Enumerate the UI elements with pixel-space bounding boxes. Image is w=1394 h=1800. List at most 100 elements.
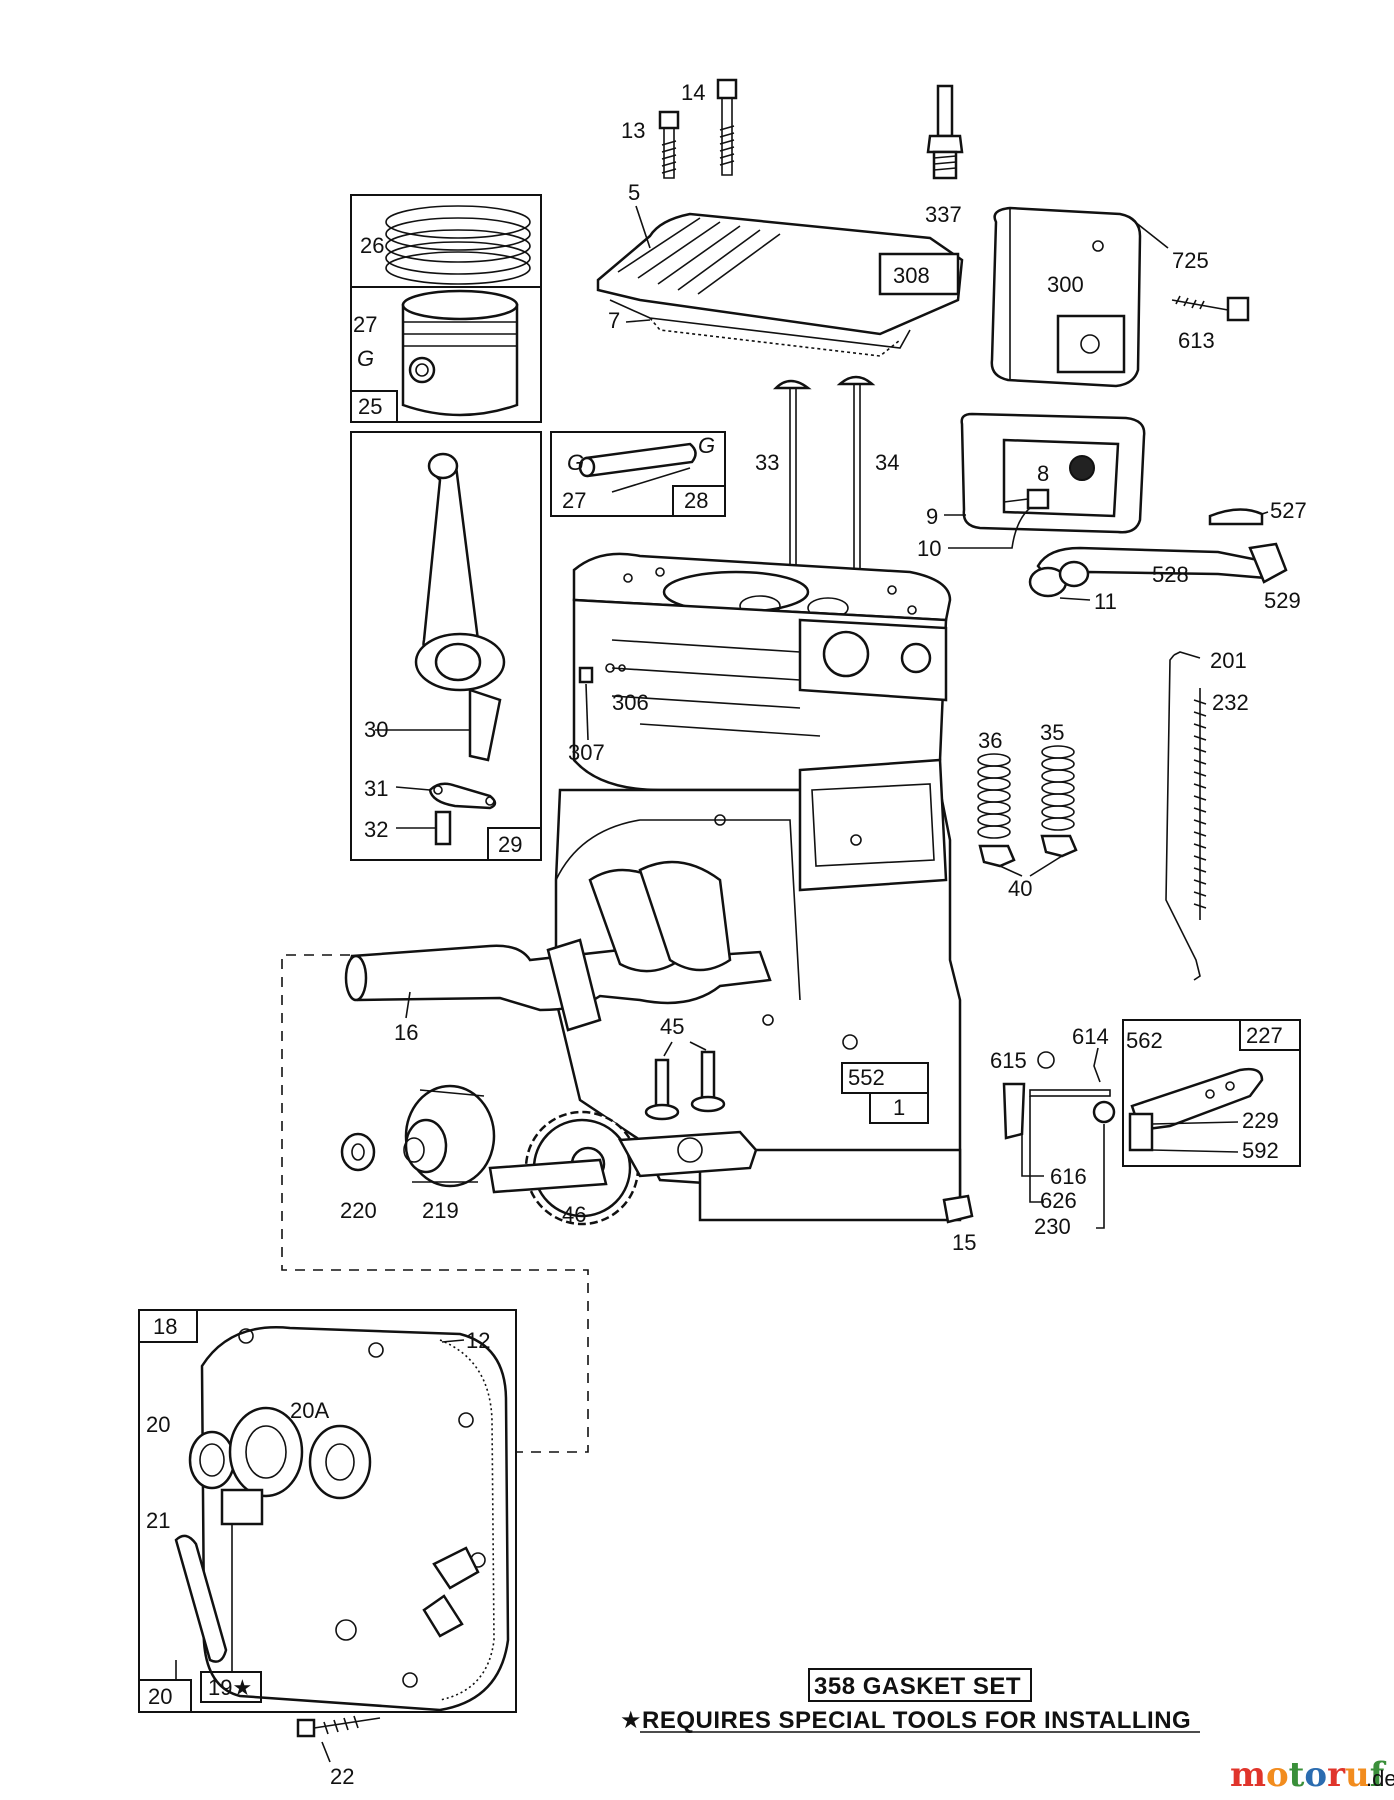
crankcase-cover-group: 18 20 20A 21 12 20 19★ 22	[138, 1309, 517, 1789]
piston-pin-frame	[550, 431, 726, 517]
label-20b-frame	[138, 1679, 192, 1713]
label-26: 26	[360, 233, 384, 258]
label-20b: 20	[148, 1684, 172, 1709]
label-220: 220	[340, 1198, 377, 1223]
label-16: 16	[394, 1020, 418, 1045]
label-34: 34	[875, 450, 899, 475]
label-300: 300	[1047, 272, 1084, 297]
special-tools-note: ★REQUIRES SPECIAL TOOLS FOR INSTALLING	[620, 1707, 1191, 1734]
label-30: 30	[364, 717, 388, 742]
label-36: 36	[978, 728, 1002, 753]
cam-gear-46	[488, 1110, 758, 1226]
valves-group: 33 34	[755, 375, 899, 579]
label-306: 306	[612, 690, 649, 715]
label-20a: 20A	[290, 1398, 329, 1423]
label-18-frame	[138, 1309, 198, 1343]
valve-spring-35	[1041, 745, 1075, 831]
label-35: 35	[1040, 720, 1064, 745]
label-28: 28	[684, 488, 708, 513]
governor-lever-group: 227 562 229 592 615 614 616 626 230	[990, 1019, 1301, 1239]
label-29: 29	[498, 832, 522, 857]
piston-group: 26 27 G 25	[350, 194, 542, 423]
label-10: 10	[917, 536, 941, 561]
label-5: 5	[628, 180, 640, 205]
gears-group: 220 219 46	[340, 1084, 758, 1227]
cylinder-head	[596, 212, 964, 357]
piston-ring-set	[385, 205, 531, 285]
watermark-letter: t	[1289, 1755, 1305, 1795]
label-29-frame	[487, 827, 542, 861]
label-32: 32	[364, 817, 388, 842]
label-227-frame	[1239, 1019, 1301, 1051]
assembly-link-line	[281, 954, 589, 1453]
label-592: 592	[1242, 1138, 1279, 1163]
valve-springs-group: 36 35 40	[977, 720, 1078, 901]
label-31: 31	[364, 776, 388, 801]
label-11: 11	[1094, 589, 1117, 614]
label-229: 229	[1242, 1108, 1279, 1133]
label-337: 337	[925, 202, 962, 227]
watermark-letter: u	[1345, 1755, 1370, 1795]
tappets: 45	[644, 1014, 726, 1121]
label-626: 626	[1040, 1188, 1077, 1213]
label-33: 33	[755, 450, 779, 475]
watermark-letter: o	[1304, 1755, 1327, 1795]
label-25: 25	[358, 394, 382, 419]
label-227: 227	[1246, 1023, 1283, 1048]
breather-group: 8 9 10 11 527 528 529	[917, 412, 1307, 614]
watermark-brand: motoruf	[1230, 1755, 1387, 1795]
label-40: 40	[1008, 876, 1032, 901]
head-bolt-13	[658, 110, 680, 179]
connecting-rod-group: 30 31 32 29	[350, 431, 542, 861]
label-529: 529	[1264, 588, 1301, 613]
valve-spring-36	[977, 753, 1011, 839]
label-27-g: G	[357, 346, 374, 371]
connecting-rod-frame	[350, 431, 542, 861]
label-18: 18	[153, 1314, 177, 1339]
label-22: 22	[330, 1764, 354, 1789]
governor-gear-219	[403, 1084, 496, 1188]
label-45: 45	[660, 1014, 684, 1039]
spark-plug	[926, 84, 964, 180]
label-562: 562	[1126, 1028, 1163, 1053]
washer-220	[340, 1132, 376, 1172]
label-201: 201	[1210, 648, 1247, 673]
label-20: 20	[146, 1412, 170, 1437]
label-46: 46	[562, 1202, 586, 1227]
label-15: 15	[952, 1230, 976, 1255]
watermark-letter: f	[1370, 1755, 1387, 1795]
watermark-letter: r	[1327, 1755, 1346, 1795]
label-616: 616	[1050, 1164, 1087, 1189]
label-552: 552	[848, 1065, 885, 1090]
crankshaft: 16	[344, 860, 772, 1045]
label-25-frame	[350, 390, 398, 423]
cylinder-head-group: 13 14 337 5 308 7	[596, 78, 964, 357]
label-8: 8	[1037, 461, 1049, 486]
retainer-left	[978, 844, 1016, 868]
label-14: 14	[681, 80, 705, 105]
label-27-pin: 27	[562, 488, 586, 513]
label-614: 614	[1072, 1024, 1109, 1049]
label-12: 12	[466, 1328, 490, 1353]
motoruf-watermark: motoruf .de	[1230, 1755, 1394, 1795]
governor-link-group: 201 232	[1165, 648, 1249, 981]
label-230: 230	[1034, 1214, 1071, 1239]
muffler-group: 300 725 613	[990, 206, 1250, 388]
label-27-g-left: G	[567, 450, 584, 475]
watermark-suffix: .de	[1366, 1766, 1394, 1791]
label-219: 219	[422, 1198, 459, 1223]
gasket-set-note: 358 GASKET SET	[814, 1673, 1021, 1700]
gasket-set-frame	[808, 1668, 1032, 1702]
ring-set-frame	[350, 194, 542, 288]
label-7: 7	[608, 308, 620, 333]
label-615: 615	[990, 1048, 1027, 1073]
label-725: 725	[1172, 248, 1209, 273]
label-19: 19★	[208, 1675, 252, 1700]
piston	[401, 289, 519, 417]
label-527: 527	[1270, 498, 1307, 523]
label-9: 9	[926, 504, 938, 529]
head-bolt-14	[716, 78, 738, 176]
label-1: 1	[893, 1095, 905, 1120]
label-21: 21	[146, 1508, 170, 1533]
